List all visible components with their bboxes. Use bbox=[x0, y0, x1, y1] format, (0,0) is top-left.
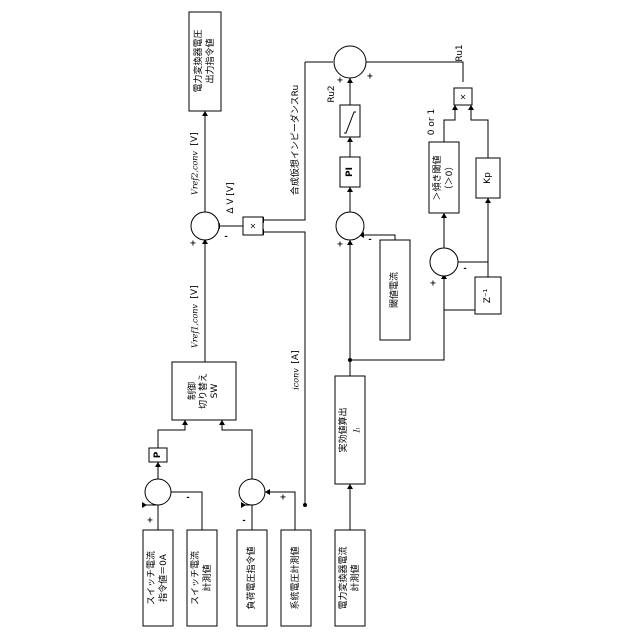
threshold-current-label: 閾値電流 bbox=[388, 272, 400, 308]
vref2-label: Vref2,conv bbox=[191, 151, 200, 195]
sign-plus: + bbox=[337, 76, 344, 85]
sum-output bbox=[191, 212, 219, 240]
rms-calc-line1: 実効値算出 bbox=[337, 407, 349, 452]
ru1-label: Ru1 bbox=[455, 44, 465, 61]
iconv-label: iconv bbox=[292, 368, 301, 390]
converter-current-meas-line1: 電力変換器電流 bbox=[337, 546, 349, 609]
rms-calc-line2: Iₗ bbox=[353, 427, 362, 433]
sign-plus: + bbox=[280, 493, 287, 502]
p-gain-label: P bbox=[153, 451, 163, 458]
kp-label: Kp bbox=[483, 172, 493, 184]
sum-derivative bbox=[430, 248, 458, 276]
sum-switch-current bbox=[145, 479, 171, 505]
sign-minus: - bbox=[186, 493, 189, 502]
output-cmd-line1: 電力変換器電圧 bbox=[192, 29, 204, 92]
sign-minus: - bbox=[463, 264, 466, 273]
load-voltage-cmd-label: 負荷電圧指令値 bbox=[245, 546, 257, 609]
sign-plus: + bbox=[430, 279, 437, 288]
signal-labels: Vref1,conv [V] Vref2,conv [V] Δ V [V] ic… bbox=[190, 44, 465, 389]
zero-or-one-label: 0 or 1 bbox=[427, 109, 437, 135]
slope-threshold-line1: ＞傾き閾値 bbox=[431, 155, 443, 200]
block-limiter bbox=[340, 105, 360, 137]
vref2-unit: [V] bbox=[190, 132, 200, 145]
multiplier-label: × bbox=[249, 223, 258, 230]
switch-current-meas-line2: 計測値 bbox=[201, 564, 213, 591]
ctrl-switch-line2: 切り替え bbox=[197, 373, 209, 409]
junction-dot bbox=[303, 503, 307, 507]
multiplier-2-label: × bbox=[459, 94, 468, 101]
sign-minus: - bbox=[368, 235, 371, 244]
slope-threshold-line2: （＞0） bbox=[444, 162, 455, 195]
sign-minus: - bbox=[242, 516, 245, 525]
sign-plus: + bbox=[337, 240, 344, 249]
z-inverse-label: Z⁻¹ bbox=[483, 288, 493, 303]
delta-v-label: Δ V [V] bbox=[226, 182, 236, 213]
ru-label: 合成仮想インピーダンスRu bbox=[289, 85, 301, 195]
junction-dot bbox=[348, 358, 352, 362]
ctrl-switch-line3: SW bbox=[210, 384, 220, 399]
sign-plus: + bbox=[190, 239, 197, 248]
converter-current-meas-line2: 計測値 bbox=[349, 564, 361, 591]
switch-current-meas-line1: スイッチ電流 bbox=[189, 551, 201, 605]
switch-current-cmd-line2: 指令値＝0A bbox=[157, 553, 169, 602]
sign-plus: + bbox=[147, 516, 154, 525]
switch-current-cmd-line1: スイッチ電流 bbox=[145, 551, 157, 605]
grid-voltage-meas-label: 系統電圧計測値 bbox=[289, 546, 301, 609]
output-cmd-line2: 出力指令値 bbox=[204, 38, 216, 83]
sign-plus: + bbox=[367, 72, 374, 81]
summing-junctions bbox=[145, 46, 458, 505]
ctrl-switch-line1: 制御 bbox=[186, 382, 198, 400]
sum-current-threshold bbox=[336, 212, 364, 240]
ru2-label: Ru2 bbox=[327, 85, 337, 102]
sum-voltage bbox=[239, 479, 265, 505]
iconv-unit: [A] bbox=[291, 350, 301, 363]
vref1-label: Vref1,conv bbox=[191, 304, 200, 348]
sum-ru bbox=[334, 46, 366, 78]
sign-minus: - bbox=[224, 232, 227, 241]
arrowheads bbox=[142, 59, 491, 508]
vref1-unit: [V] bbox=[190, 285, 200, 298]
pi-label: PI bbox=[345, 167, 355, 177]
